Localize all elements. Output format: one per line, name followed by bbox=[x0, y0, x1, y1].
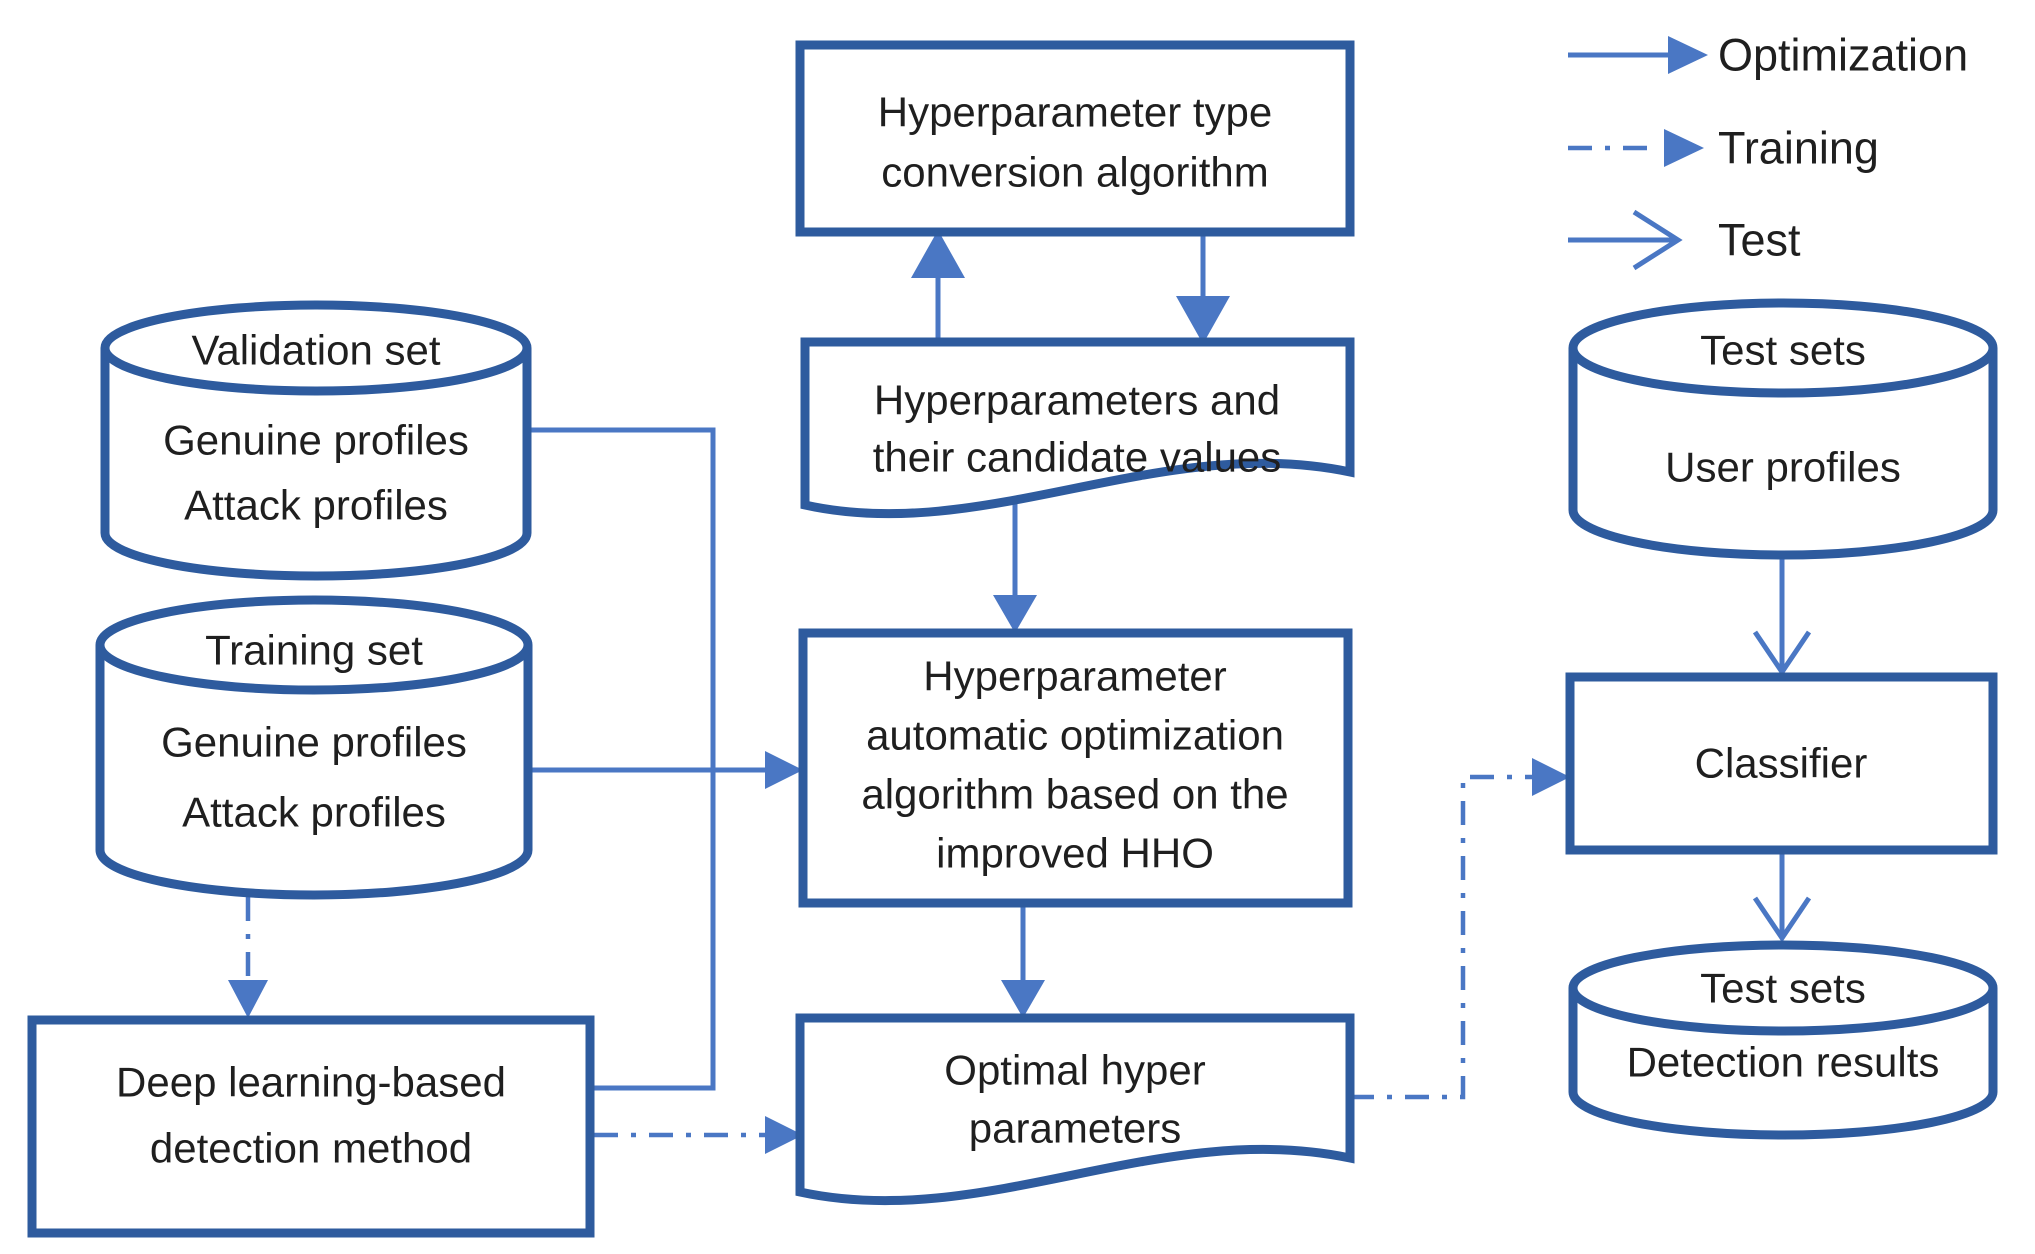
legend-item-optimization: Optimization bbox=[1568, 30, 1968, 81]
training-title: Training set bbox=[205, 627, 423, 674]
filled-arrowhead-icon bbox=[993, 595, 1037, 633]
results-cylinder: Test sets Detection results bbox=[1568, 940, 1998, 1140]
classifier-box: Classifier bbox=[1565, 672, 1998, 855]
deep-method-box: Deep learning-based detection method bbox=[27, 1015, 595, 1238]
connector-topbox-to-candidates-down bbox=[1176, 232, 1230, 344]
classifier-label: Classifier bbox=[1695, 740, 1868, 787]
filled-arrowhead-icon bbox=[1668, 36, 1708, 74]
filled-arrowhead-icon bbox=[228, 980, 268, 1018]
top-box-label-line2: conversion algorithm bbox=[881, 149, 1269, 196]
optimal-label-line1: Optimal hyper bbox=[944, 1047, 1205, 1094]
training-cylinder: Training set Genuine profiles Attack pro… bbox=[95, 595, 533, 900]
hho-label-line3: algorithm based on the bbox=[861, 771, 1288, 818]
validation-cylinder: Validation set Genuine profiles Attack p… bbox=[100, 300, 532, 581]
test-sets-cylinder: Test sets User profiles bbox=[1568, 298, 1998, 560]
candidates-label-line2: their candidate values bbox=[873, 434, 1282, 481]
connector-training-to-hho bbox=[528, 751, 803, 789]
results-line1: Detection results bbox=[1627, 1039, 1940, 1086]
filled-arrowhead-icon bbox=[1532, 758, 1570, 796]
validation-line1: Genuine profiles bbox=[163, 417, 469, 464]
filled-arrowhead-icon bbox=[1001, 980, 1045, 1018]
connector-hho-to-optimal bbox=[1001, 903, 1045, 1018]
legend-optimization-label: Optimization bbox=[1718, 30, 1968, 81]
hho-label-line1: Hyperparameter bbox=[923, 653, 1226, 700]
deep-method-label-line1: Deep learning-based bbox=[116, 1059, 506, 1106]
hho-box: Hyperparameter automatic optimization al… bbox=[798, 628, 1353, 908]
legend-item-training: Training bbox=[1568, 123, 1879, 174]
legend-item-test: Test bbox=[1568, 209, 1801, 271]
deep-method-label-line2: detection method bbox=[150, 1125, 472, 1172]
test-sets-title: Test sets bbox=[1700, 327, 1866, 374]
filled-arrowhead-icon bbox=[765, 1116, 803, 1154]
validation-title: Validation set bbox=[191, 327, 440, 374]
connector-classifier-to-results bbox=[1752, 852, 1812, 943]
filled-arrowhead-icon bbox=[911, 230, 965, 278]
test-sets-line1: User profiles bbox=[1665, 444, 1901, 491]
hho-label-line2: automatic optimization bbox=[866, 712, 1284, 759]
filled-arrowhead-icon bbox=[1664, 129, 1704, 167]
optimal-label-line2: parameters bbox=[969, 1105, 1181, 1152]
candidates-document: Hyperparameters and their candidate valu… bbox=[800, 337, 1355, 519]
connector-testsets-to-classifier bbox=[1752, 558, 1812, 677]
connector-candidates-to-hho bbox=[993, 500, 1037, 633]
legend-training-label: Training bbox=[1718, 123, 1879, 174]
connector-validation-to-deep-method bbox=[528, 427, 716, 1091]
legend-test-label: Test bbox=[1718, 215, 1801, 266]
hho-label-line4: improved HHO bbox=[936, 830, 1214, 877]
open-arrowhead-icon bbox=[1632, 209, 1683, 271]
optimal-document: Optimal hyper parameters bbox=[795, 1013, 1355, 1206]
filled-arrowhead-icon bbox=[765, 751, 803, 789]
top-box-label-line1: Hyperparameter type bbox=[878, 89, 1273, 136]
filled-arrowhead-icon bbox=[1176, 296, 1230, 344]
candidates-label-line1: Hyperparameters and bbox=[874, 377, 1280, 424]
training-line2: Attack profiles bbox=[182, 789, 446, 836]
connector-candidates-to-topbox-up bbox=[911, 230, 965, 342]
open-arrowhead-icon bbox=[1752, 896, 1812, 943]
connector-training-to-deep-method bbox=[228, 897, 268, 1018]
connector-optimal-to-classifier bbox=[1350, 758, 1570, 1100]
training-line1: Genuine profiles bbox=[161, 719, 467, 766]
validation-line2: Attack profiles bbox=[184, 482, 448, 529]
top-box: Hyperparameter type conversion algorithm bbox=[795, 40, 1355, 237]
results-title: Test sets bbox=[1700, 965, 1866, 1012]
legend: Optimization Training Test bbox=[1568, 30, 1968, 271]
connector-deep-method-to-optimal bbox=[594, 1116, 803, 1154]
open-arrowhead-icon bbox=[1752, 630, 1812, 677]
